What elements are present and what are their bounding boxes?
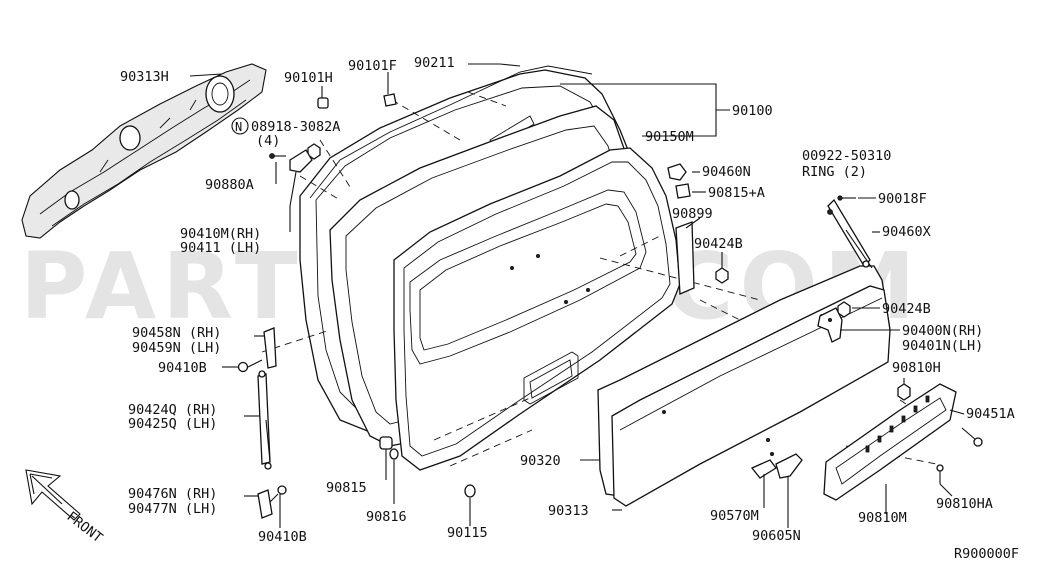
back-glass-90313[interactable]	[597, 265, 891, 507]
label-90150M: 90150M	[645, 129, 694, 145]
label-90115: 90115	[447, 525, 488, 541]
plug-90816[interactable]	[389, 448, 399, 460]
leader-lines	[189, 63, 965, 528]
finisher-90810M[interactable]	[823, 383, 957, 501]
label-90410M: 90410M(RH)	[180, 226, 261, 242]
trim-panel-90313H[interactable]	[21, 63, 267, 239]
bracket-90899[interactable]	[675, 221, 695, 295]
stay-90424Q[interactable]	[257, 370, 272, 470]
label-00922-50310: 00922-50310	[802, 148, 891, 164]
label-90410B-upper: 90410B	[158, 360, 207, 376]
front-label: FRONT	[64, 509, 106, 547]
assembly-guide-lines	[261, 91, 937, 467]
part-labels: 90313H 90101H 90101F 90211 90100 90150M …	[120, 55, 1019, 562]
label-90816: 90816	[366, 509, 407, 525]
label-90880A: 90880A	[205, 177, 254, 193]
label-90320: 90320	[520, 453, 561, 469]
hinge-90410M[interactable]	[289, 149, 313, 173]
label-90460N: 90460N	[702, 164, 751, 180]
bolt-90018F[interactable]	[837, 195, 856, 201]
label-90815: 90815	[326, 480, 367, 496]
screw-90451A[interactable]	[961, 427, 983, 447]
label-90899: 90899	[672, 206, 713, 222]
label-90460X: 90460X	[882, 224, 931, 240]
back-door-inner-panel[interactable]	[393, 147, 681, 471]
label-90424B-upper: 90424B	[694, 236, 743, 252]
label-90425Q: 90425Q (LH)	[128, 416, 217, 432]
hinge-90400N[interactable]	[817, 307, 843, 343]
label-90459N: 90459N (LH)	[132, 340, 221, 356]
n-symbol-icon: N	[231, 117, 249, 135]
diagram-code: R900000F	[954, 546, 1019, 562]
label-90100: 90100	[732, 103, 773, 119]
clip-90810H[interactable]	[897, 383, 911, 401]
label-90810M: 90810M	[858, 510, 907, 526]
label-90401N: 90401N(LH)	[902, 338, 983, 354]
label-08918-qty: (4)	[256, 133, 280, 149]
label-90400N: 90400N(RH)	[902, 323, 983, 339]
clip-90460N[interactable]	[667, 163, 687, 181]
label-08918-3082A: 08918-3082A	[251, 119, 340, 135]
handle-90570M[interactable]	[750, 459, 777, 479]
label-90451A: 90451A	[966, 406, 1015, 422]
label-90477N: 90477N (LH)	[128, 501, 217, 517]
label-90605N: 90605N	[752, 528, 801, 544]
bracket-90476N[interactable]	[257, 489, 273, 519]
label-90815A: 90815+A	[708, 185, 765, 201]
bracket-90458N[interactable]	[263, 327, 277, 369]
grommet-90101H[interactable]	[317, 97, 329, 109]
clip-90101F[interactable]	[383, 93, 397, 107]
label-90313H: 90313H	[120, 69, 169, 85]
label-90476N: 90476N (RH)	[128, 486, 217, 502]
label-90101H: 90101H	[284, 70, 333, 86]
cap-90815[interactable]	[379, 436, 393, 450]
cover-90605N[interactable]	[775, 453, 803, 479]
label-90424Q: 90424Q (RH)	[128, 402, 217, 418]
clip-90815A[interactable]	[675, 183, 691, 199]
weatherstrip-90211[interactable]	[309, 65, 593, 199]
label-90410B-lower: 90410B	[258, 529, 307, 545]
label-90810HA: 90810HA	[936, 496, 993, 512]
label-90101F: 90101F	[348, 58, 397, 74]
label-90211: 90211	[414, 55, 455, 71]
label-90411: 90411 (LH)	[180, 240, 261, 256]
front-direction-arrow: FRONT	[25, 469, 106, 547]
label-90424B-right: 90424B	[882, 301, 931, 317]
label-90018F: 90018F	[878, 191, 927, 207]
label-90458N: 90458N (RH)	[132, 325, 221, 341]
nut-90424B-upper[interactable]	[715, 267, 729, 284]
label-90313: 90313	[548, 503, 589, 519]
clip-90810HA[interactable]	[936, 464, 944, 484]
label-90570M: 90570M	[710, 508, 759, 524]
bolt-90410B-lower[interactable]	[269, 485, 287, 503]
bolt-90410B-upper[interactable]	[237, 359, 263, 373]
plug-90115[interactable]	[464, 484, 476, 498]
stay-strut-90460X[interactable]	[827, 198, 873, 269]
svg-text:N: N	[235, 120, 242, 134]
label-00922-ring: RING (2)	[802, 164, 867, 180]
bolt-90880A[interactable]	[269, 153, 287, 159]
label-90810H: 90810H	[892, 360, 941, 376]
